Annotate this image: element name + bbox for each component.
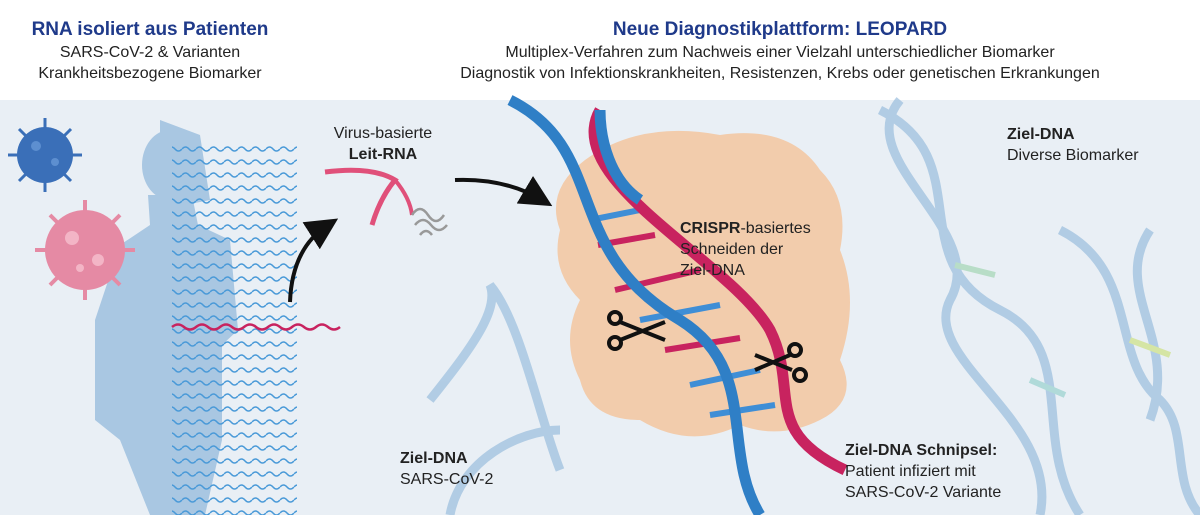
crispr-protein [555,130,850,437]
virus-blue-icon [8,118,82,192]
right-header: Neue Diagnostikplattform: LEOPARD Multip… [400,18,1160,84]
dna-helix-main [507,95,848,515]
left-header-line: Krankheitsbezogene Biomarker [38,65,262,82]
label-guide-rna: Virus-basierte Leit-RNA [333,125,433,163]
right-header-title: Neue Diagnostikplattform: LEOPARD [612,19,948,40]
label-target-biomarker: Ziel-DNA Diverse Biomarker [1007,126,1139,164]
label-crispr: CRISPR-basiertes Schneiden der Ziel-DNA [680,220,811,279]
left-header-title: RNA isoliert aus Patienten [31,19,269,40]
dna-helix-biomarkers [877,97,1200,515]
right-header-line: Diagnostik von Infektionskrankheiten, Re… [460,65,1100,82]
arrow-right [454,176,553,207]
left-header-line: SARS-CoV-2 & Varianten [59,44,241,61]
scissors-right-icon [754,342,808,383]
label-target-sars: Ziel-DNA SARS-CoV-2 [400,450,494,488]
virus-pink-icon [35,200,135,300]
arrow-up [288,218,339,303]
right-header-line: Multiplex-Verfahren zum Nachweis einer V… [505,44,1055,61]
left-header: RNA isoliert aus Patienten SARS-CoV-2 & … [15,18,285,84]
highlighted-rna [171,323,341,331]
guide-rna-icon [324,167,448,236]
dna-helix-sars [426,282,565,515]
scissors-left-icon [607,310,666,351]
label-snippets: Ziel-DNA Schnipsel: Patient infiziert mi… [845,442,1002,501]
